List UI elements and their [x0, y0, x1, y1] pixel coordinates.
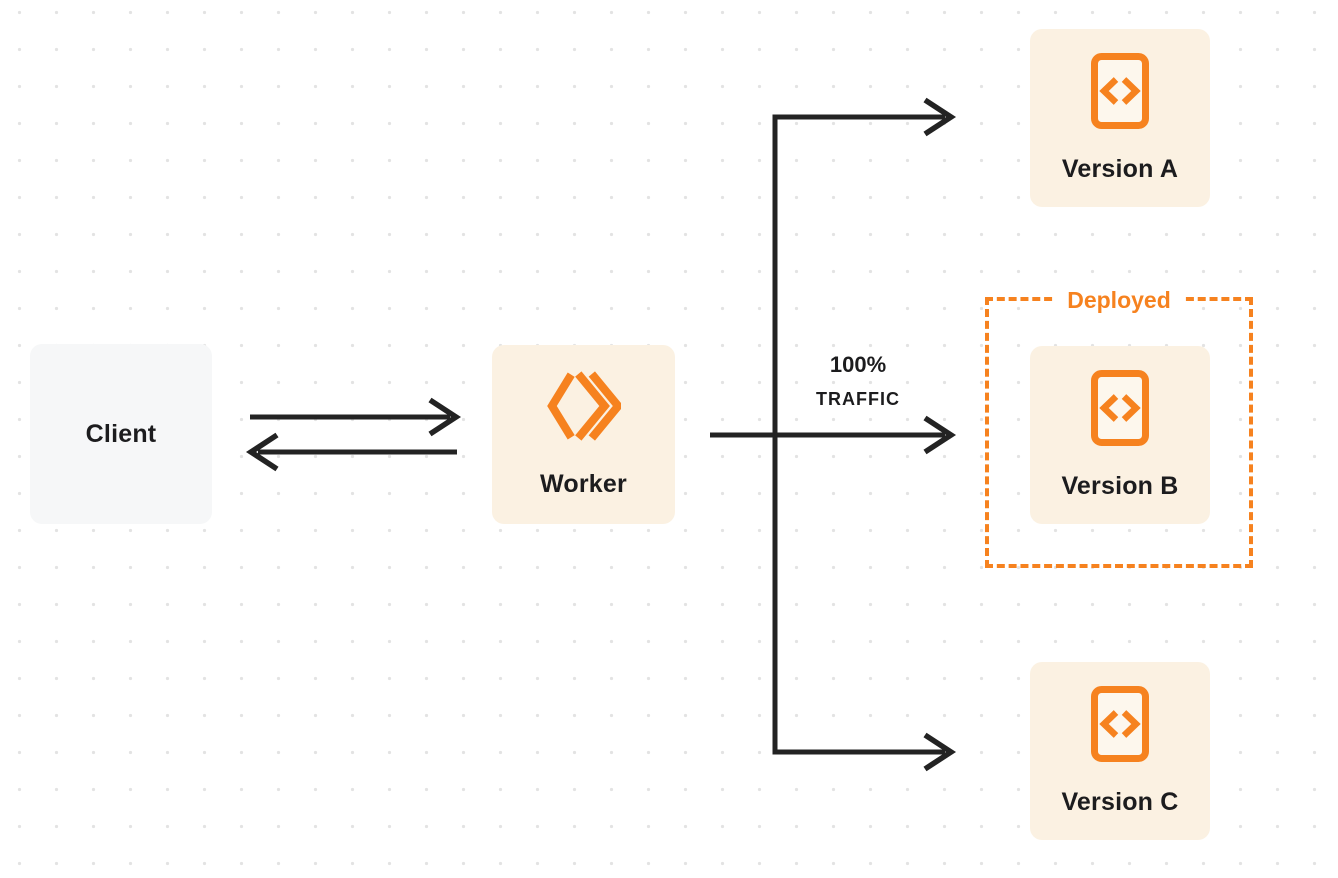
deployed-label: Deployed — [1053, 284, 1185, 316]
arrowhead-right-icon — [923, 415, 957, 455]
edge-branch-trunk — [772, 114, 945, 755]
arrowhead-right-icon — [428, 397, 462, 437]
version-b-label: Version B — [1061, 471, 1179, 500]
node-version-a: Version A — [1030, 29, 1210, 207]
code-file-icon — [1091, 685, 1149, 762]
traffic-percent: 100% — [829, 352, 887, 377]
arrowhead-left-icon — [245, 432, 279, 472]
client-label: Client — [85, 419, 157, 448]
code-file-icon — [1091, 52, 1149, 129]
worker-label: Worker — [540, 470, 627, 498]
node-version-c: Version C — [1030, 662, 1210, 840]
code-file-icon — [1091, 369, 1149, 446]
arrowhead-right-icon — [923, 732, 957, 772]
traffic-word: TRAFFIC — [816, 389, 900, 409]
traffic-edge-label: 100% TRAFFIC — [793, 352, 923, 410]
version-c-label: Version C — [1061, 787, 1179, 816]
version-a-label: Version A — [1061, 154, 1179, 183]
node-client: Client — [30, 344, 212, 524]
cloudflare-workers-icon — [546, 370, 623, 442]
node-worker: Worker — [492, 345, 675, 524]
arrowhead-right-icon — [923, 97, 957, 137]
node-version-b: Version B — [1030, 346, 1210, 524]
deployed-group-border: Deployed — [985, 284, 1253, 568]
